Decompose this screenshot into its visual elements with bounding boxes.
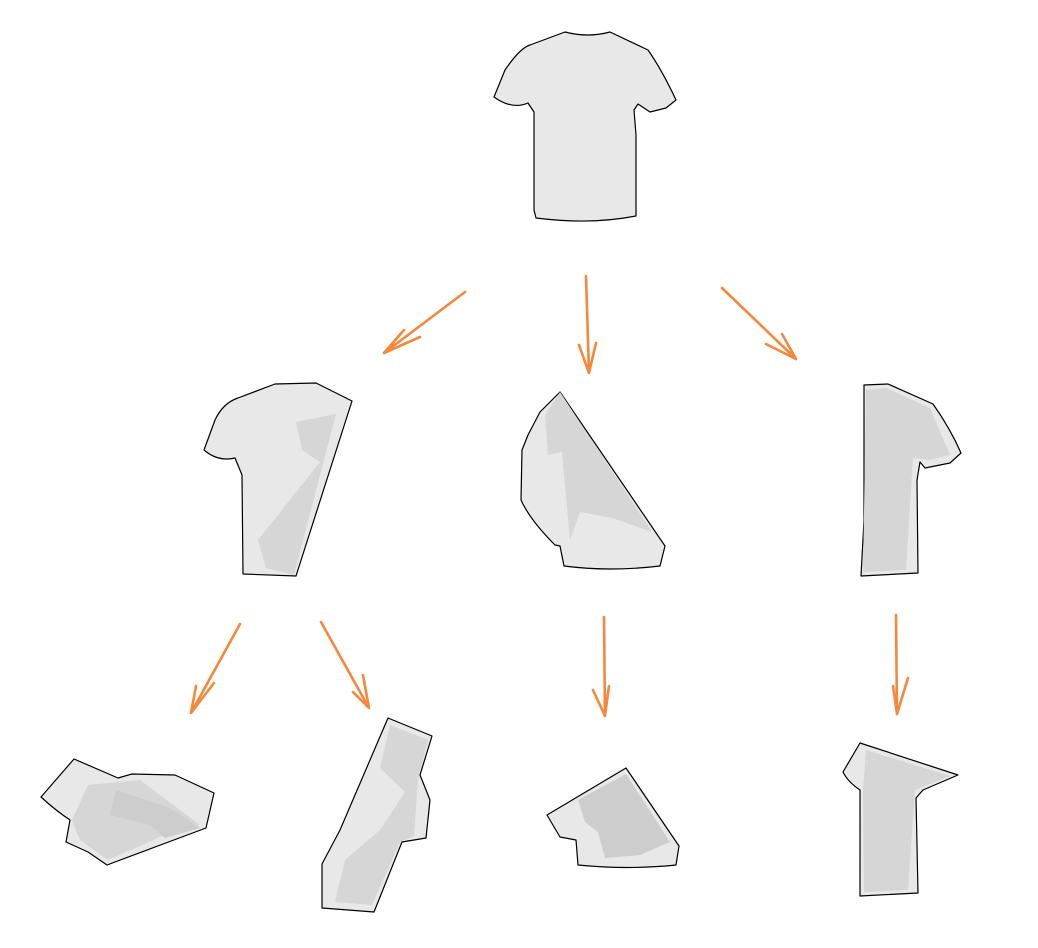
edge-diagonal-to-crumple bbox=[189, 622, 242, 715]
edge-root-to-diagonal bbox=[382, 290, 467, 355]
strip-shade bbox=[335, 725, 428, 905]
arrow bbox=[189, 622, 242, 715]
node-fold-triangle bbox=[520, 391, 666, 570]
arrow bbox=[891, 613, 910, 716]
arrow bbox=[591, 615, 611, 718]
edge-triangle-to-compact bbox=[591, 615, 611, 718]
triangle-fold-shade bbox=[545, 392, 652, 540]
edge-diagonal-to-strip bbox=[319, 620, 371, 710]
diagonal-fold-shade bbox=[258, 414, 336, 575]
node-root bbox=[493, 31, 677, 222]
node-fold-half-vertical bbox=[860, 383, 962, 577]
half-fold-shade bbox=[863, 388, 950, 572]
edge-root-to-triangle bbox=[577, 274, 598, 375]
node-rotated-crumple bbox=[40, 758, 215, 866]
arrow bbox=[319, 620, 371, 710]
edge-root-to-half bbox=[720, 286, 798, 361]
t-shirt-flat bbox=[493, 31, 677, 222]
arrow bbox=[382, 290, 467, 355]
half-compact-shade bbox=[863, 750, 950, 892]
triangle-compact-shade bbox=[578, 774, 670, 858]
node-tilted-strip bbox=[321, 717, 433, 913]
node-fold-diagonal-left bbox=[203, 382, 353, 577]
node-half-compact bbox=[842, 742, 959, 897]
edge-half-to-compact bbox=[891, 613, 910, 716]
crumple-shade-dark bbox=[110, 790, 200, 838]
arrow bbox=[577, 274, 598, 375]
node-triangle-compact bbox=[546, 767, 680, 869]
arrow bbox=[720, 286, 798, 361]
